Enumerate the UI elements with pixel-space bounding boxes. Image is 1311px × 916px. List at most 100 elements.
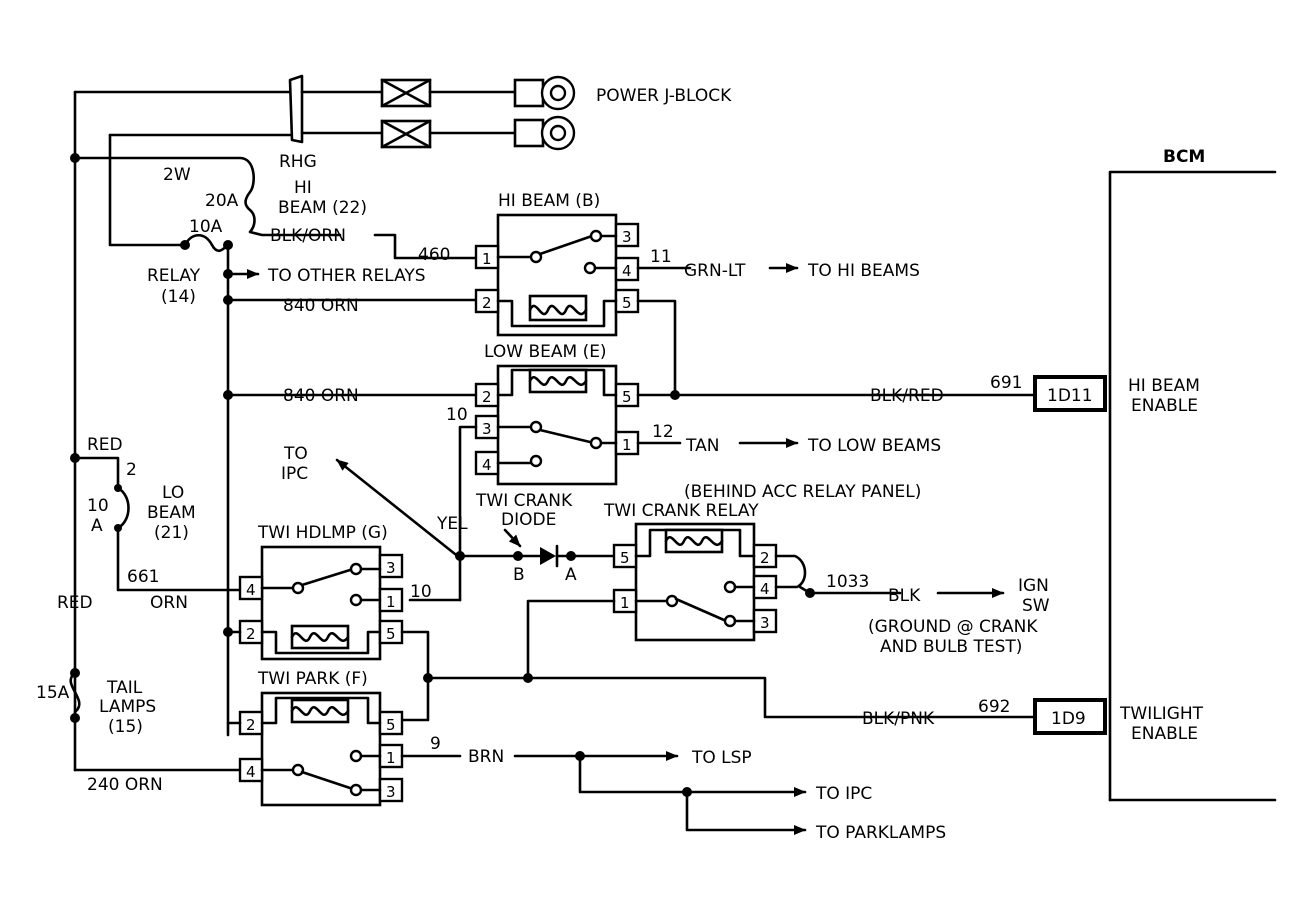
lo-beam-fuse xyxy=(70,453,242,592)
low-beam-pin-2: 2 xyxy=(482,388,492,406)
low-beam-pin-5: 5 xyxy=(622,388,632,406)
fusible-link-1 xyxy=(380,75,576,111)
wire-661-label: 661 xyxy=(127,567,159,587)
wire-11-label: 11 xyxy=(650,247,672,267)
brn-label: BRN xyxy=(468,747,504,767)
tail-lamps-2: LAMPS xyxy=(99,697,156,717)
hi-beam-fuse-name-1: HI xyxy=(294,178,312,198)
wire-460-label: 460 xyxy=(418,245,450,265)
blk-pnk-label: BLK/PNK xyxy=(862,709,935,729)
hi-beam-pin-3: 3 xyxy=(622,228,632,246)
lo-beam-3: (21) xyxy=(154,523,189,543)
hdlmp-pin-2: 2 xyxy=(246,625,256,643)
ign-sw-2: SW xyxy=(1022,596,1050,616)
twi-hdlmp-title: TWI HDLMP (G) xyxy=(257,523,388,543)
hi-beam-fuse-rating: 20A xyxy=(205,191,239,211)
park-pin-1: 1 xyxy=(386,749,396,767)
lo-fuse-rating-2: A xyxy=(91,516,103,536)
hi-beam-fuse-circuit: 2W xyxy=(163,165,191,185)
to-parklamps-label: TO PARKLAMPS xyxy=(815,823,946,843)
wire-691-label: 691 xyxy=(990,373,1022,393)
low-beam-relay: 2 3 4 5 1 xyxy=(474,364,640,486)
ign-sw-1: IGN xyxy=(1018,576,1049,596)
hdlmp-pin-4: 4 xyxy=(246,581,256,599)
ground-note-2: AND BULB TEST) xyxy=(880,637,1022,657)
hi-beam-fuse xyxy=(70,153,342,237)
behind-acc-label: (BEHIND ACC RELAY PANEL) xyxy=(684,482,921,502)
bcm-label: BCM xyxy=(1163,147,1205,167)
lo-fuse-rating-1: 10 xyxy=(87,496,109,516)
twi-crank-relay: 5 1 2 4 3 xyxy=(612,522,778,642)
wire-9-label: 9 xyxy=(430,734,441,754)
low-beam-relay-title: LOW BEAM (E) xyxy=(484,342,607,362)
wire-840-orn-1-label: 840 ORN xyxy=(283,296,359,316)
twi-crank-diode-2: DIODE xyxy=(501,510,556,530)
rhg-label: RHG xyxy=(279,152,317,172)
relay-fuse-name-1: RELAY xyxy=(147,266,201,286)
hi-beam-pin-5: 5 xyxy=(622,294,632,312)
park-pin-5: 5 xyxy=(386,716,396,734)
conn-1d9-label: 1D9 xyxy=(1051,709,1086,729)
wire-1033-label: 1033 xyxy=(826,572,869,592)
blk-red-label: BLK/RED xyxy=(870,386,944,406)
red-1-label: RED xyxy=(87,435,123,455)
blk-label: BLK xyxy=(888,586,921,606)
wire-10-b-label: 10 xyxy=(410,582,432,602)
tail-lamps-3: (15) xyxy=(108,717,143,737)
wire-840-orn-2-label: 840 ORN xyxy=(283,386,359,406)
twi-crank-relay-title: TWI CRANK RELAY xyxy=(603,501,759,521)
wire-12-label: 12 xyxy=(652,422,674,442)
blk-orn-label: BLK/ORN xyxy=(270,226,346,246)
to-ipc-1: TO xyxy=(283,444,308,464)
to-other-relays-label: TO OTHER RELAYS xyxy=(267,266,426,286)
conn-1d11-label: 1D11 xyxy=(1047,386,1093,406)
hdlmp-pin-5: 5 xyxy=(386,625,396,643)
twilight-enable-2: ENABLE xyxy=(1131,724,1198,744)
twilight-enable-1: TWILIGHT xyxy=(1119,704,1204,724)
crank-pin-3: 3 xyxy=(760,614,770,632)
low-beam-pin-4: 4 xyxy=(482,456,492,474)
power-j-block-label: POWER J-BLOCK xyxy=(596,86,732,106)
hi-beam-enable-2: ENABLE xyxy=(1131,396,1198,416)
power-feed xyxy=(73,74,384,772)
tail-fuse-rating: 15A xyxy=(36,683,70,703)
park-pin-3: 3 xyxy=(386,783,396,801)
lo-beam-2: BEAM xyxy=(147,503,196,523)
crank-pin-1: 1 xyxy=(620,594,630,612)
wire-240-orn-label: 240 ORN xyxy=(87,775,163,795)
tail-lamps-fuse xyxy=(69,668,242,772)
hi-beam-pin-4: 4 xyxy=(622,262,632,280)
tail-lamps-1: TAIL xyxy=(106,678,143,698)
to-hi-beams-label: TO HI BEAMS xyxy=(807,261,920,281)
lo-beam-1: LO xyxy=(162,483,184,503)
orn-label: ORN xyxy=(150,593,188,613)
twi-crank-diode-1: TWI CRANK xyxy=(475,491,573,511)
to-ipc-3-label: TO IPC xyxy=(815,784,872,804)
to-ipc-2: IPC xyxy=(281,464,308,484)
twi-hdlmp-relay: 4 2 3 1 5 xyxy=(238,545,404,661)
hi-beam-enable-1: HI BEAM xyxy=(1128,376,1200,396)
relay-fuse-name-2: (14) xyxy=(161,287,196,307)
to-lsp-label: TO LSP xyxy=(691,748,752,768)
twi-park-title: TWI PARK (F) xyxy=(257,669,368,689)
low-beam-pin-1: 1 xyxy=(622,436,632,454)
crank-pin-4: 4 xyxy=(760,580,770,598)
hi-beam-pin-1: 1 xyxy=(482,250,492,268)
wire-10-a-label: 10 xyxy=(446,405,468,425)
lo-fuse-circuit: 2 xyxy=(126,460,137,480)
crank-pin-2: 2 xyxy=(760,549,770,567)
twi-crank-diode xyxy=(503,528,616,568)
hi-beam-pin-2: 2 xyxy=(482,294,492,312)
wire-692-label: 692 xyxy=(978,697,1010,717)
grn-lt-label: GRN-LT xyxy=(684,261,746,281)
fusible-link-2 xyxy=(380,115,576,151)
relay-fuse xyxy=(180,233,478,737)
ground-note-1: (GROUND @ CRANK xyxy=(868,617,1038,637)
yel-label: YEL xyxy=(436,514,468,534)
twi-park-relay: 2 4 5 1 3 xyxy=(238,691,404,807)
red-2-label: RED xyxy=(57,593,93,613)
hi-beam-fuse-name-2: BEAM (22) xyxy=(278,198,367,218)
diode-b-label: B xyxy=(513,565,525,585)
hdlmp-pin-3: 3 xyxy=(386,559,396,577)
